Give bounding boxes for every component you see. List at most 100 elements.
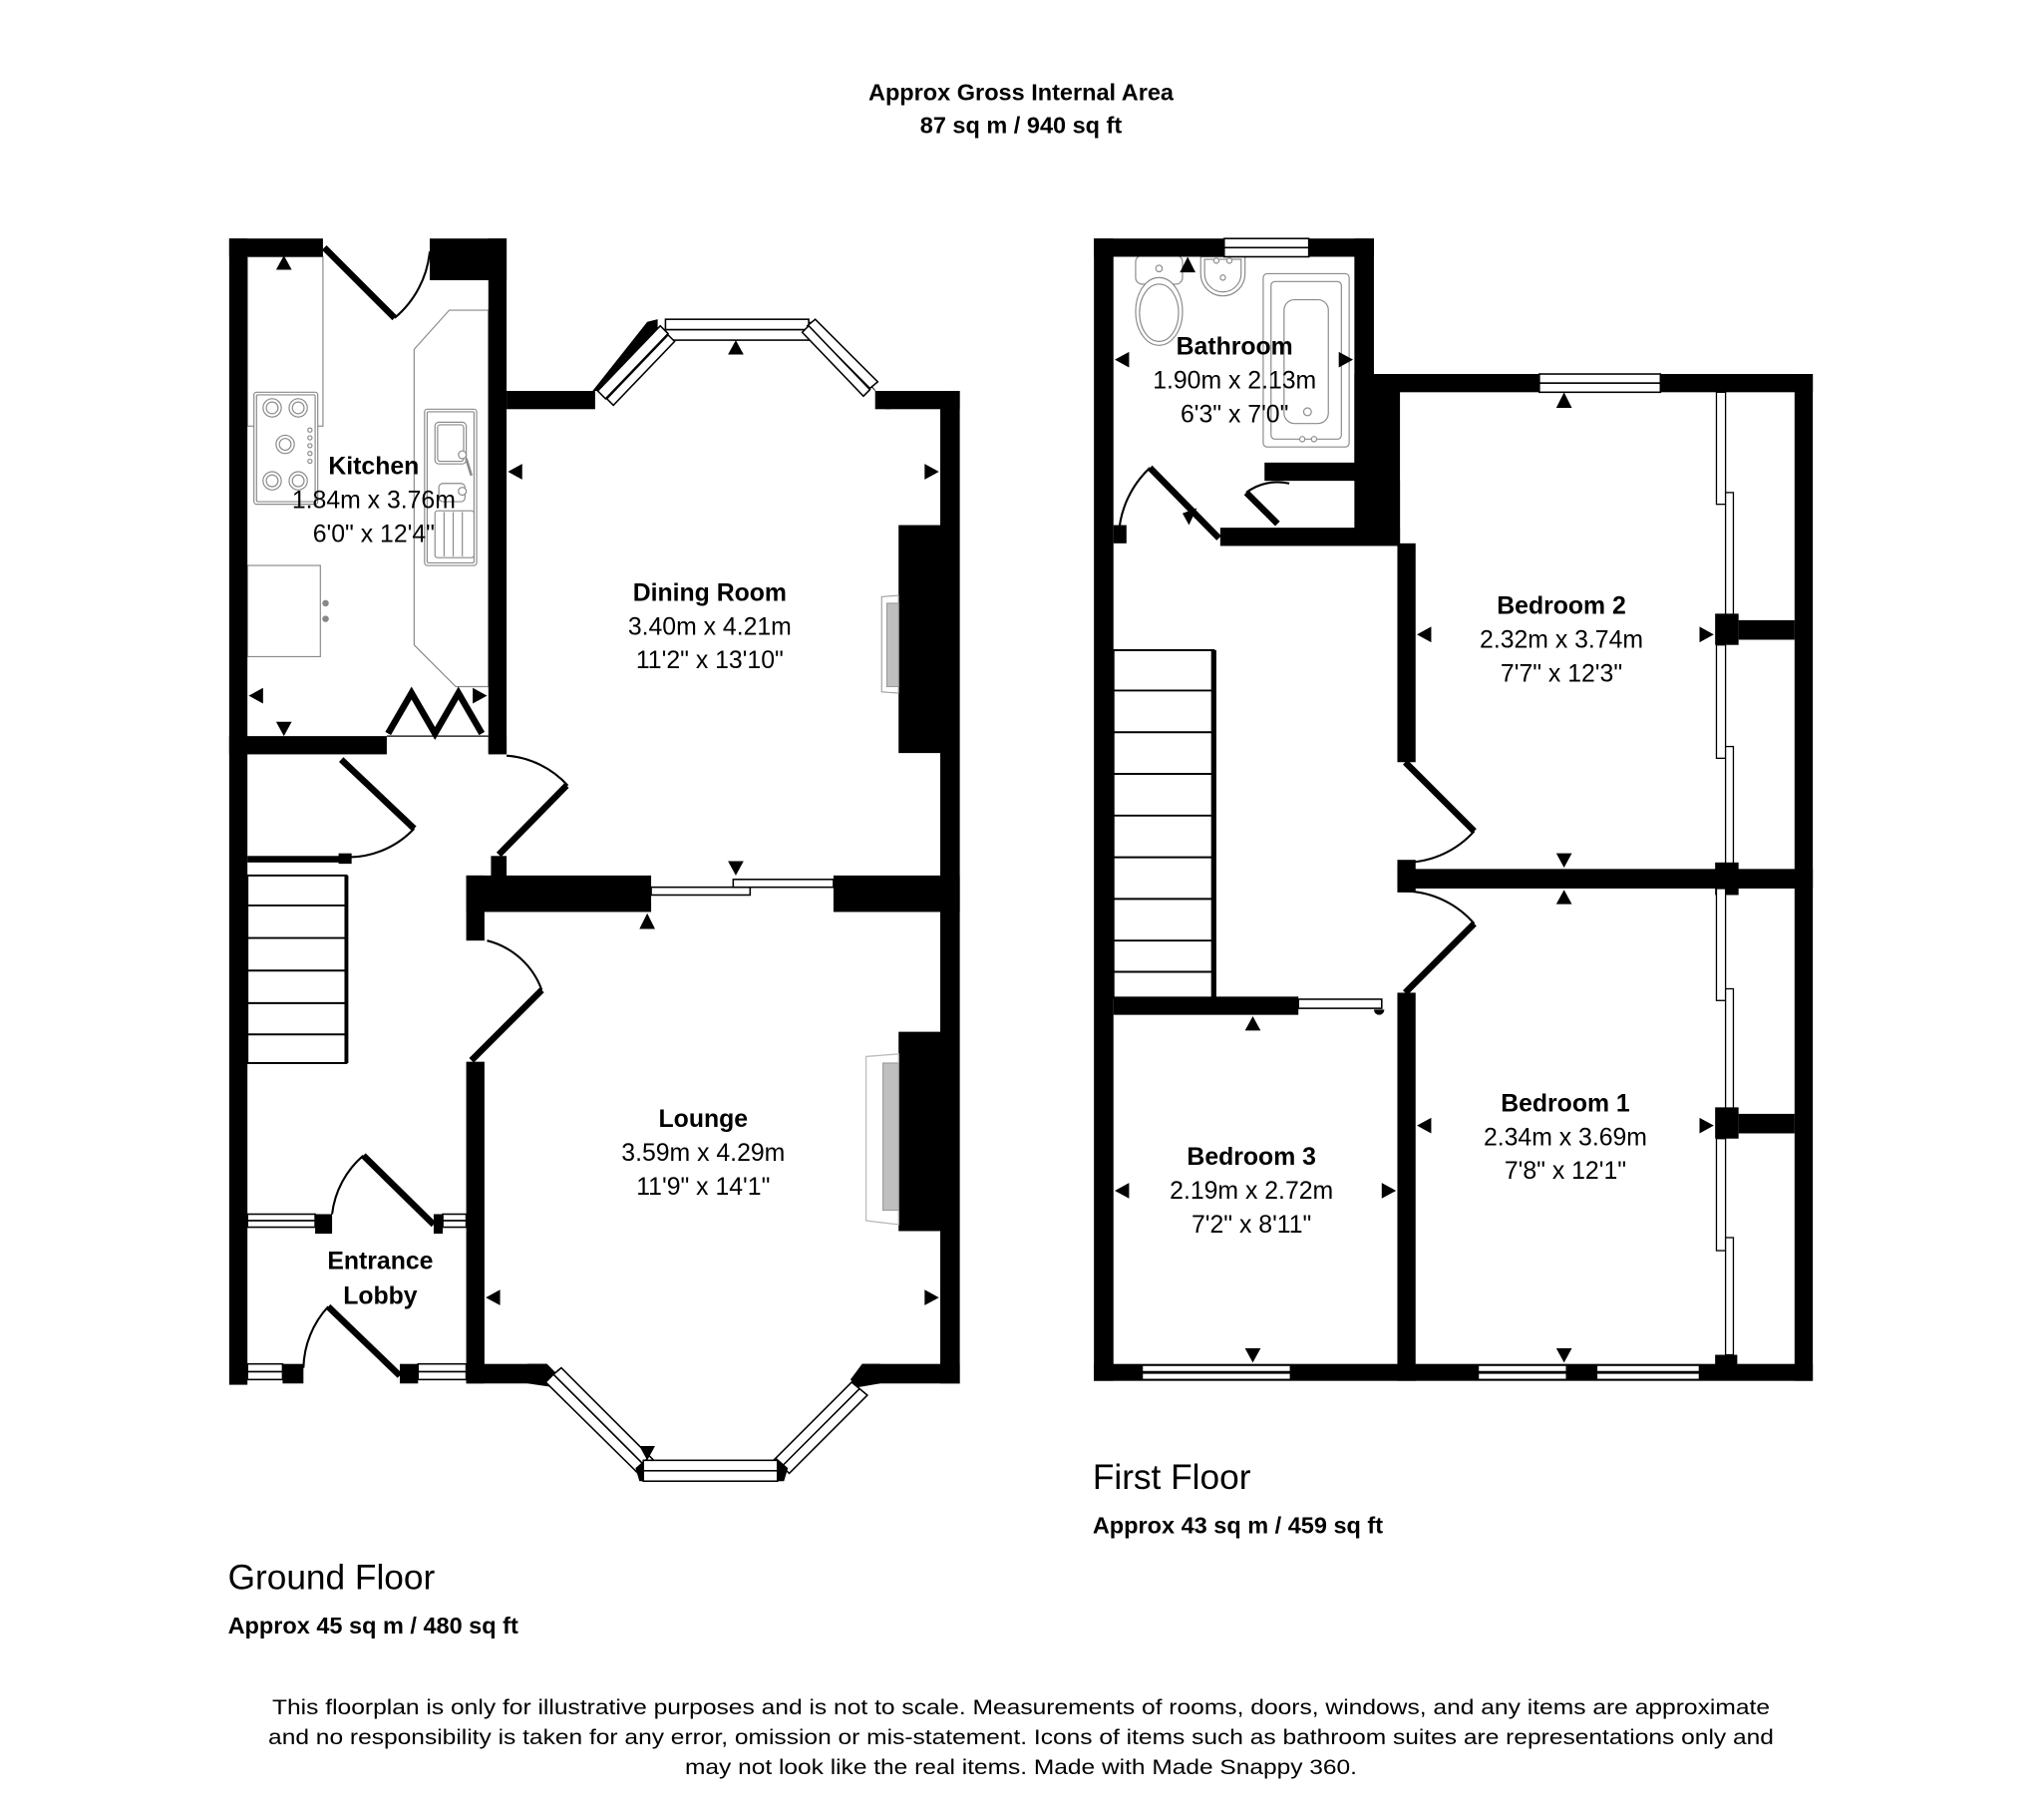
- wall-stub: [315, 1214, 333, 1235]
- wardrobe-icon: [1715, 888, 1795, 1368]
- window-icon: [544, 1366, 655, 1475]
- room-metric: 2.32m x 3.74m: [1480, 626, 1643, 653]
- disclaimer: This floorplan is only for illustrative …: [268, 1694, 1774, 1779]
- window-icon: [1595, 1364, 1701, 1381]
- room-bedroom-1: Bedroom 1 2.34m x 3.69m 7'8" x 12'1": [1484, 1090, 1647, 1185]
- room-name: Dining Room: [633, 579, 787, 606]
- room-metric: 3.40m x 4.21m: [628, 613, 792, 640]
- disclaimer-line: and no responsibility is taken for any e…: [268, 1724, 1774, 1749]
- ground-floor-label: Ground Floor Approx 45 sq m / 480 sq ft: [228, 1559, 518, 1638]
- chimney-breast: [898, 1031, 942, 1232]
- room-imperial: 11'2" x 13'10": [636, 647, 784, 674]
- room-imperial: 6'3" x 7'0": [1181, 401, 1288, 428]
- header-title: Approx Gross Internal Area: [868, 80, 1175, 106]
- room-bathroom: Bathroom 1.90m x 2.13m 6'3" x 7'0": [1153, 333, 1316, 428]
- wall-bedroom2-bedroom1: [1397, 869, 1814, 889]
- wall-bathroom-top-left: [1094, 238, 1224, 257]
- first-floor-plan: Bathroom 1.90m x 2.13m 6'3" x 7'0" Bedro…: [1094, 237, 1814, 1381]
- wall-stub: [338, 853, 352, 865]
- room-imperial: 7'2" x 8'11": [1191, 1212, 1311, 1239]
- door-swing-icon: [496, 754, 569, 858]
- wall-kitchen-bottom: [228, 736, 387, 755]
- room-name: Kitchen: [328, 454, 419, 481]
- room-name: Bathroom: [1177, 333, 1293, 360]
- wall-stub: [433, 1214, 444, 1235]
- wall-first-left: [1094, 238, 1114, 1381]
- room-lounge: Lounge 3.59m x 4.29m 11'9" x 14'1": [621, 1106, 785, 1201]
- room-metric: 2.19m x 2.72m: [1170, 1178, 1333, 1205]
- room-name: Entrance: [327, 1248, 433, 1274]
- door-swing-icon: [331, 1153, 437, 1228]
- floor-title: First Floor: [1093, 1458, 1251, 1497]
- wall-bay-corner: [807, 321, 891, 410]
- wall-first-top-right: [1660, 374, 1814, 393]
- window-icon: [801, 318, 879, 398]
- window-icon: [596, 324, 676, 407]
- room-kitchen: Kitchen 1.84m x 3.76m 6'0" x 12'4": [292, 454, 456, 548]
- room-name: Lounge: [659, 1106, 749, 1133]
- kitchen-fixtures: [246, 255, 490, 688]
- door-swing-icon: [321, 245, 432, 321]
- floor-area: Approx 45 sq m / 480 sq ft: [228, 1613, 518, 1638]
- chimney-breast: [898, 525, 942, 754]
- room-metric: 2.34m x 3.69m: [1484, 1124, 1647, 1151]
- wall-kitchen-top: [228, 238, 323, 257]
- wall-bedroom3-top: [1113, 996, 1299, 1015]
- wall-bathroom-bottom: [1264, 462, 1374, 482]
- wall-first-top-left: [1373, 374, 1539, 393]
- wall-bedroom1-left: [1397, 992, 1416, 1381]
- first-floor-label: First Floor Approx 43 sq m / 459 sq ft: [1093, 1458, 1383, 1538]
- header: Approx Gross Internal Area 87 sq m / 940…: [868, 80, 1175, 139]
- wall-lounge-left: [466, 1061, 485, 1384]
- wall-dining-top-left: [507, 391, 595, 410]
- wall-dining-lounge-left: [466, 875, 652, 912]
- room-imperial: 7'7" x 12'3": [1501, 660, 1622, 687]
- wall-kitchen-right: [488, 238, 508, 754]
- window-icon: [246, 1362, 284, 1381]
- room-entrance-lobby: Entrance Lobby: [327, 1248, 433, 1309]
- basin-icon: [1199, 255, 1246, 297]
- wall-stub: [282, 1363, 304, 1384]
- window-icon: [1538, 373, 1662, 394]
- hob-icon: [253, 391, 319, 506]
- room-metric: 1.84m x 3.76m: [292, 488, 456, 515]
- window-icon: [1477, 1364, 1568, 1381]
- room-name: Bedroom 2: [1497, 592, 1626, 619]
- window-icon: [642, 1459, 779, 1483]
- appliance-knob-icon: [322, 599, 329, 607]
- door-swing-icon: [338, 757, 417, 859]
- wall-kitchen-bottom-right: [488, 736, 508, 755]
- room-metric: 3.59m x 4.29m: [621, 1140, 785, 1167]
- wall-landing-top: [1219, 528, 1401, 546]
- sink-icon: [424, 408, 478, 566]
- sliding-door-icon: [650, 879, 835, 897]
- room-imperial: 7'8" x 12'1": [1505, 1158, 1626, 1185]
- floor-title: Ground Floor: [228, 1559, 436, 1598]
- wall-bay-corner: [592, 319, 658, 392]
- window-icon: [1222, 237, 1310, 258]
- door-swing-icon: [302, 1303, 403, 1378]
- room-dining-room: Dining Room 3.40m x 4.21m 11'2" x 13'10": [628, 579, 792, 674]
- wardrobe-icon: [1715, 391, 1795, 896]
- wall-lounge-left-upper: [466, 875, 485, 941]
- room-imperial: 6'0" x 12'4": [313, 522, 435, 548]
- window-icon: [664, 318, 810, 341]
- door-swing-icon: [1402, 759, 1477, 864]
- bifold-door-icon: [385, 686, 489, 741]
- fireplace-icon: [864, 1053, 899, 1226]
- disclaimer-line: This floorplan is only for illustrative …: [272, 1694, 1770, 1719]
- dimension-arrow-icon: [248, 255, 939, 1461]
- kitchen-cabinet-appliance: [246, 564, 321, 658]
- room-bedroom-2: Bedroom 2 2.32m x 3.74m 7'7" x 12'3": [1480, 592, 1643, 687]
- wall-stub: [399, 1363, 419, 1384]
- sliding-door-icon: [1297, 998, 1385, 1015]
- toilet-icon: [1135, 254, 1184, 346]
- wall-lounge-bottom-right: [861, 1363, 960, 1384]
- bath-icon: [1262, 272, 1350, 448]
- door-swing-icon: [1402, 890, 1477, 995]
- wall-bay-corner: [850, 1363, 880, 1388]
- door-swing-icon: [1117, 465, 1221, 541]
- wall-dining-top-right: [874, 391, 960, 410]
- room-imperial: 11'9" x 14'1": [636, 1174, 770, 1201]
